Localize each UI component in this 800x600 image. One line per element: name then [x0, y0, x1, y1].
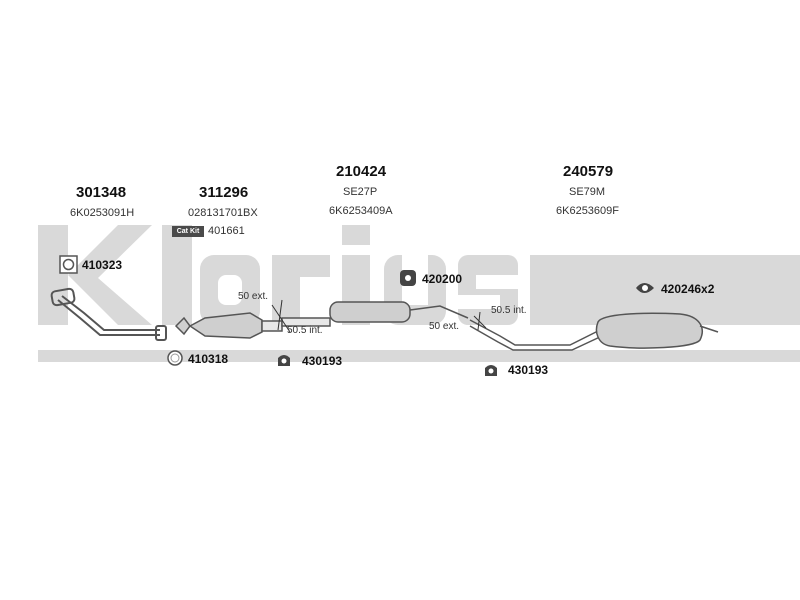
front-pipe [50, 287, 167, 341]
catalyst-oe-code: 028131701BX [188, 207, 258, 219]
catalyst-part-number: 311296 [199, 184, 249, 201]
cat-kit-badge: Cat Kit [172, 226, 204, 237]
rear-silencer-type: SE79M [569, 186, 606, 198]
gasket-part-number: 410323 [82, 258, 123, 272]
dimension-label-ext-rear: 50 ext. [429, 321, 460, 332]
dimension-markers [271, 299, 487, 333]
ring-part-number: 410318 [188, 352, 229, 366]
rear-silencer-oe-code: 6K6253609F [556, 205, 619, 217]
clamp-icon [636, 283, 654, 293]
mounting-rubber-icon [278, 355, 290, 366]
middle-silencer-part-number: 210424 [336, 163, 387, 180]
ring-icon [167, 350, 183, 366]
middle-silencer-oe-code: 6K6253409A [329, 205, 393, 217]
rear-silencer-part-number: 240579 [563, 163, 614, 180]
catalytic-converter [174, 312, 283, 339]
hanger-part-number: 420200 [422, 272, 463, 286]
watermark-cutouts [218, 255, 518, 309]
hanger-icon [400, 270, 416, 286]
dimension-label-int-rear: 50.5 int. [491, 305, 527, 316]
rear-silencer [469, 312, 719, 351]
cat-kit-number: 401661 [208, 225, 245, 237]
mounting-rubber-part-number: 430193 [302, 354, 343, 368]
mounting-rubber-icon [485, 365, 497, 376]
dimension-label-ext: 50 ext. [238, 291, 269, 302]
clamp-part-number: 420246x2 [661, 282, 715, 296]
front-pipe-part-number: 301348 [76, 184, 127, 201]
front-pipe-oe-code: 6K0253091H [70, 207, 135, 219]
mounting-rubber-part-number-rear: 430193 [508, 363, 549, 377]
gasket-icon [59, 255, 78, 274]
dimension-label-int: 50.5 int. [287, 325, 323, 336]
middle-silencer [281, 301, 469, 327]
middle-silencer-type: SE27P [343, 186, 378, 198]
